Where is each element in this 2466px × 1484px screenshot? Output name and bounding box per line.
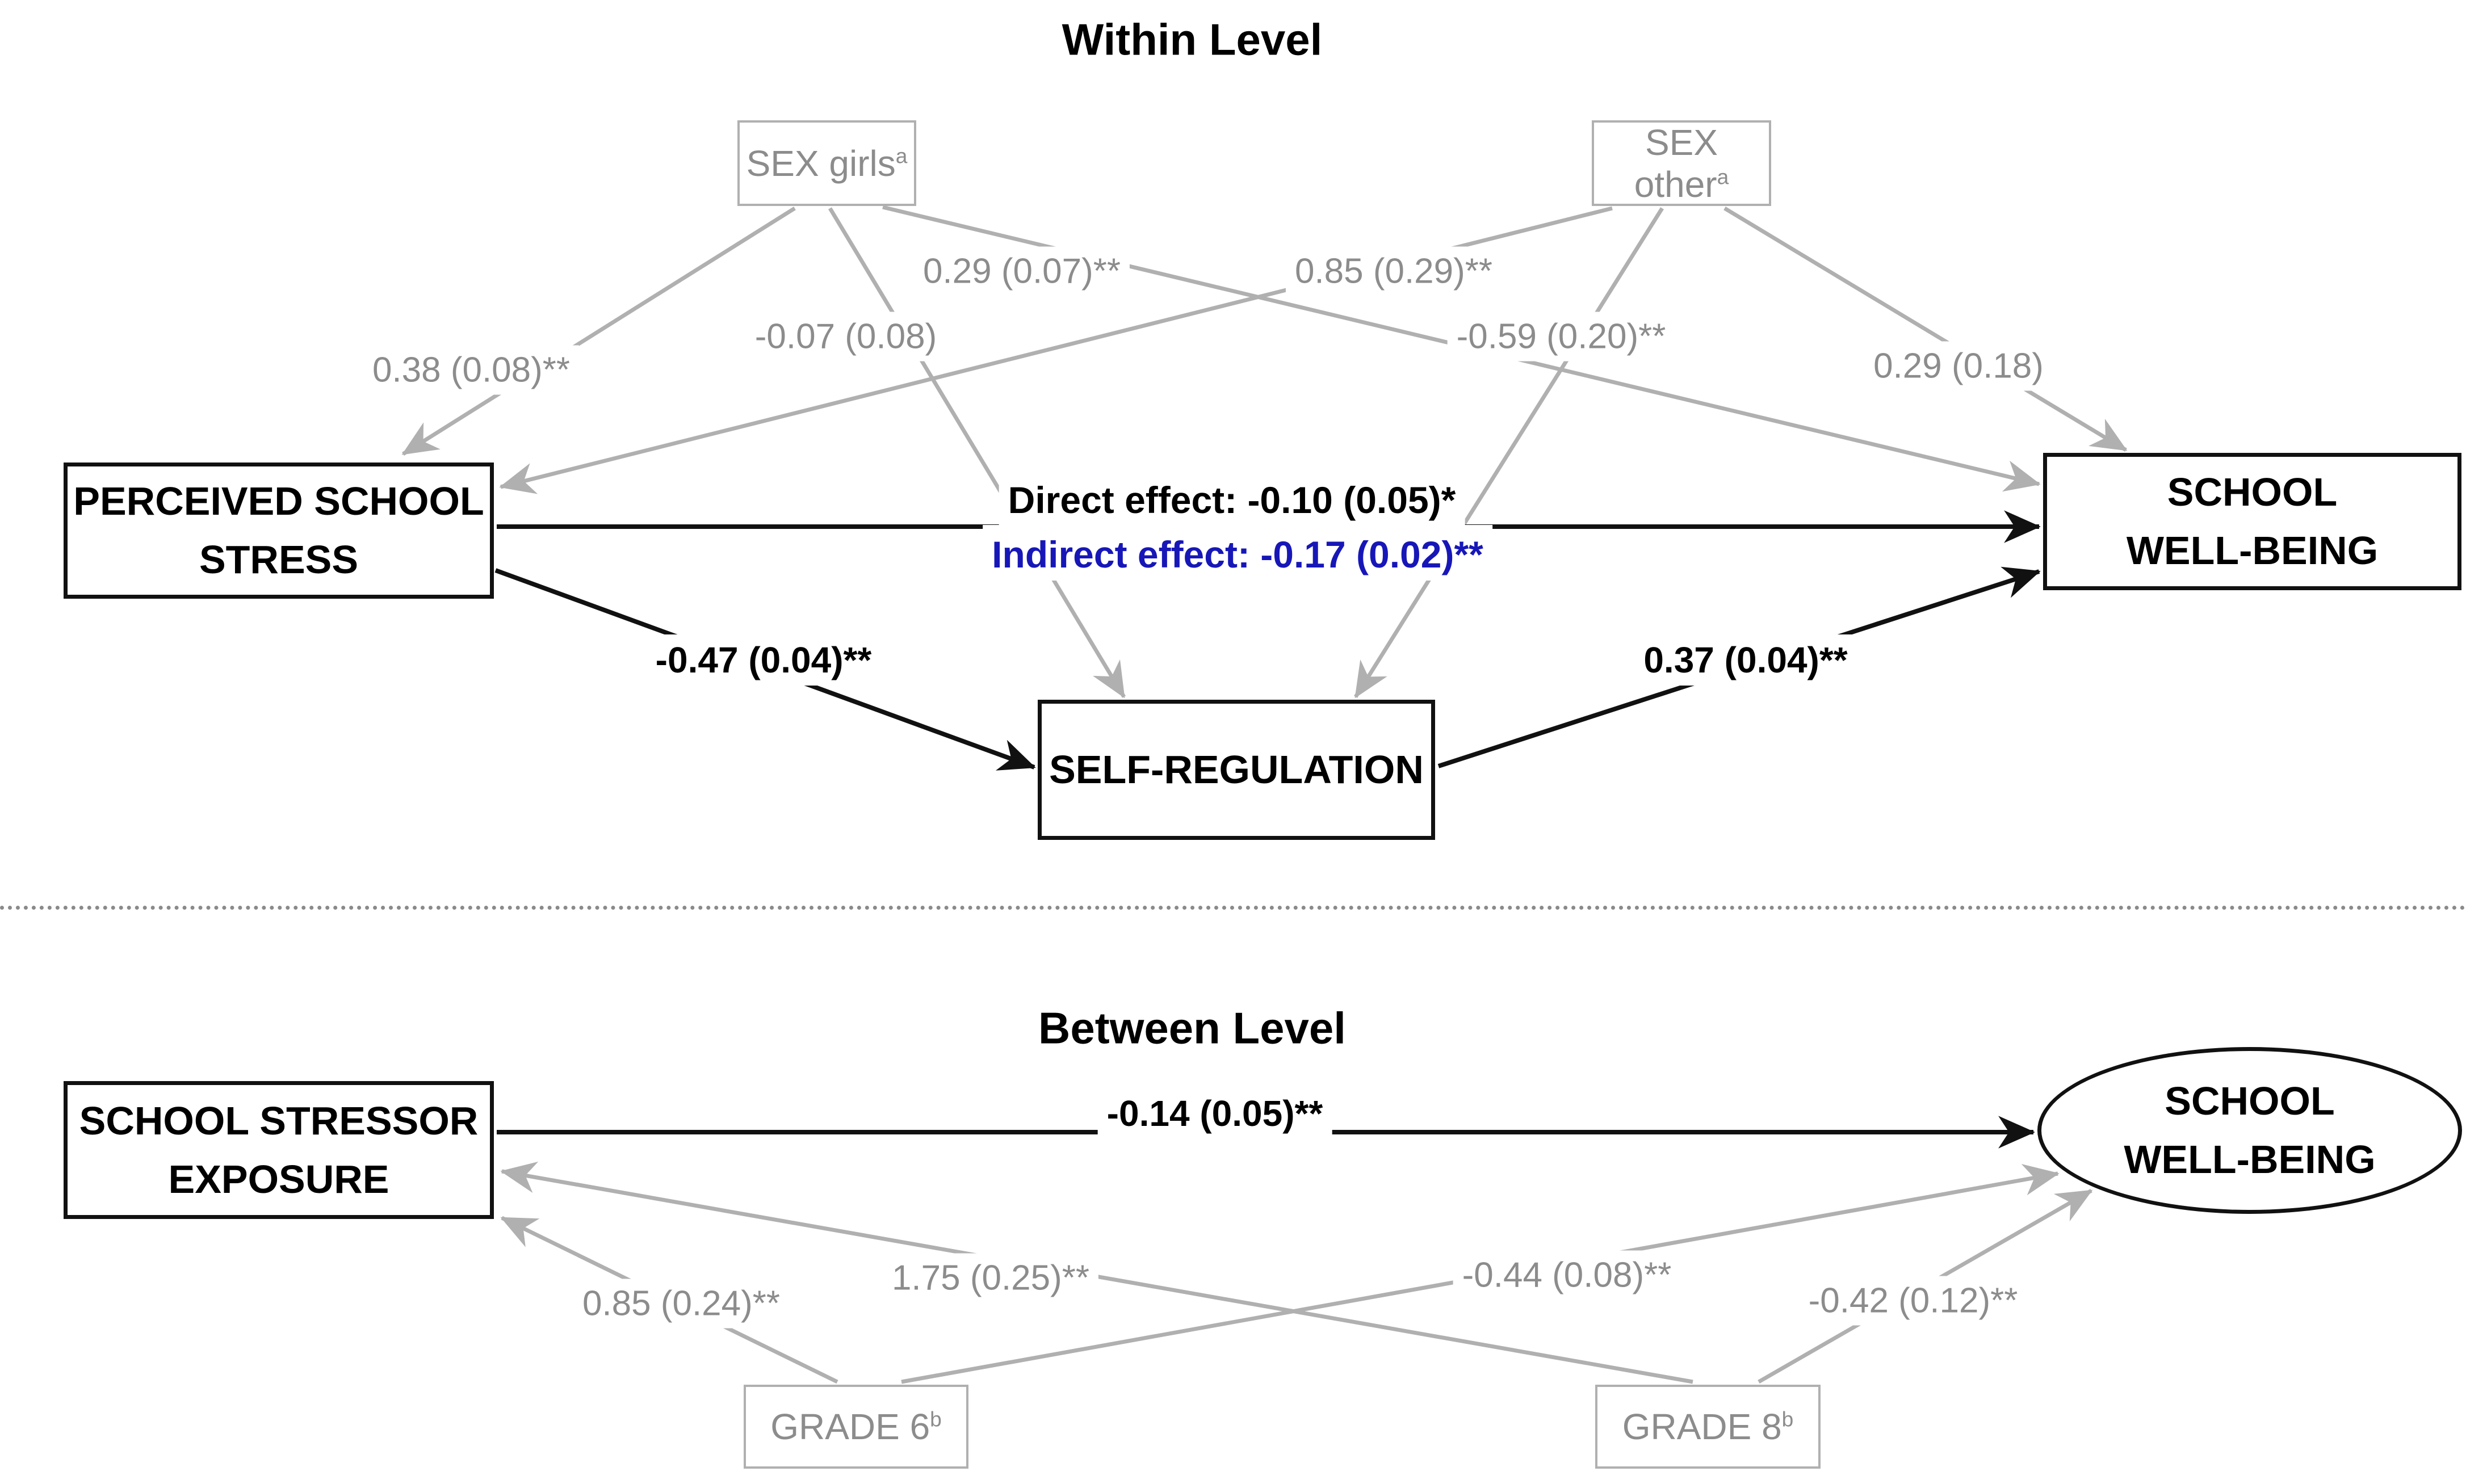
coef-sex-other-to-wellbeing: 0.29 (0.18) [1864, 341, 2053, 391]
node-grade-8-label: GRADE 8b [1622, 1406, 1794, 1447]
node-school-stressor-exposure-line2: EXPOSURE [168, 1157, 389, 1201]
coef-indirect-effect: Indirect effect: -0.17 (0.02)** [983, 525, 1492, 581]
node-school-well-being-between-line2: WELL-BEING [2124, 1137, 2376, 1182]
node-school-stressor-exposure-line1: SCHOOL STRESSOR [79, 1098, 479, 1143]
coef-sex-girls-to-selfreg: -0.07 (0.08) [745, 312, 946, 361]
node-grade-6: GRADE 6b [744, 1385, 968, 1469]
node-school-well-being-within-line2: WELL-BEING [2126, 528, 2379, 573]
node-perceived-school-stress-line1: PERCEIVED SCHOOL [73, 479, 484, 523]
node-sex-other-label: SEX othera [1634, 121, 1729, 205]
coef-grade6-to-exposure: 0.85 (0.24)** [573, 1279, 790, 1329]
level-divider [0, 906, 2466, 910]
coef-selfreg-to-wellbeing: 0.37 (0.04)** [1634, 634, 1857, 686]
coef-sex-other-to-stress: 0.85 (0.29)** [1285, 246, 1502, 296]
coef-sex-girls-to-stress: 0.38 (0.08)** [363, 345, 580, 395]
node-perceived-school-stress-line2: STRESS [199, 537, 359, 582]
footnote-a: a [895, 144, 908, 168]
path-sex-other-to-wellbeing [1723, 207, 2128, 452]
coef-grade8-to-exposure: 1.75 (0.25)** [882, 1253, 1099, 1303]
node-perceived-school-stress: PERCEIVED SCHOOL STRESS [64, 463, 494, 599]
path-sex-other-to-selfreg [1354, 207, 1664, 699]
node-school-well-being-within-line1: SCHOOL [2167, 470, 2338, 514]
node-school-well-being-within: SCHOOL WELL-BEING [2043, 453, 2461, 590]
footnote-a: a [1717, 165, 1729, 189]
node-self-regulation: SELF-REGULATION [1038, 700, 1435, 840]
node-sex-other: SEX othera [1592, 120, 1771, 206]
within-level-title: Within Level [1062, 14, 1323, 65]
path-sex-girls-to-selfreg [828, 207, 1126, 699]
path-sex-girls-to-stress [401, 207, 796, 456]
coef-exposure-to-wellbeing: -0.14 (0.05)** [1097, 1088, 1332, 1139]
node-self-regulation-label: SELF-REGULATION [1049, 747, 1424, 792]
node-school-well-being-between: SCHOOL WELL-BEING [2037, 1047, 2462, 1214]
coef-direct-effect: Direct effect: -0.10 (0.05)* [999, 474, 1465, 529]
node-sex-girls: SEX girlsa [737, 120, 916, 206]
coef-stress-to-selfreg: -0.47 (0.04)** [646, 634, 881, 686]
node-school-stressor-exposure: SCHOOL STRESSOR EXPOSURE [64, 1081, 494, 1219]
node-grade-8: GRADE 8b [1595, 1385, 1821, 1469]
node-school-well-being-between-line1: SCHOOL [2165, 1079, 2335, 1123]
footnote-b: b [930, 1407, 942, 1431]
coef-sex-girls-to-wellbeing: 0.29 (0.07)** [913, 246, 1130, 296]
coef-sex-other-to-selfreg: -0.59 (0.20)** [1447, 312, 1675, 361]
footnote-b: b [1781, 1407, 1794, 1431]
coef-grade8-to-wellbeing: -0.42 (0.12)** [1799, 1276, 2027, 1326]
node-sex-girls-label: SEX girlsa [746, 142, 908, 184]
node-grade-6-label: GRADE 6b [770, 1406, 942, 1447]
coef-grade6-to-wellbeing: -0.44 (0.08)** [1453, 1250, 1681, 1300]
between-level-title: Between Level [1038, 1003, 1346, 1053]
